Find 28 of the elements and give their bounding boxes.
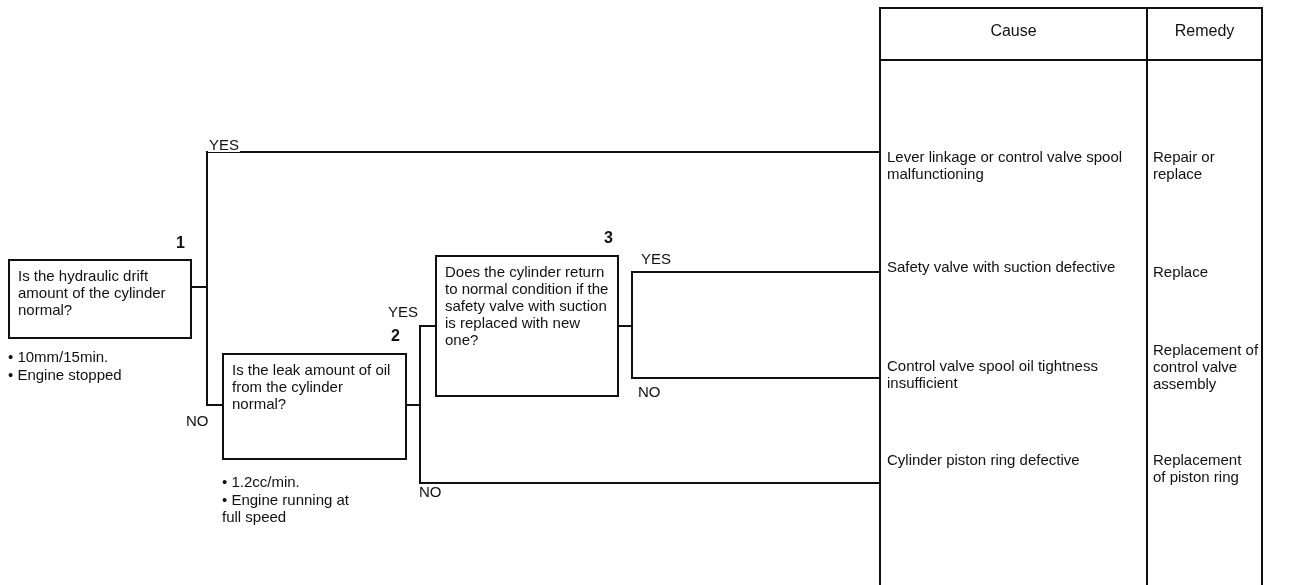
condition-note: • 10mm/15min. [8,348,109,365]
connector-line [191,286,223,406]
edge-label: YES [640,251,672,266]
connector-line [618,325,881,379]
question-box: Is the hydraulic drift amount of the cylinder normal? [8,259,192,339]
condition-note: • Engine stopped [8,366,122,383]
question-box: Does the cylinder return to normal condition if the safety valve with suction is replaced with new one? [435,255,619,397]
edge-label: NO [418,484,443,499]
remedy-text: Replacement of control valve assembly [1153,341,1260,392]
remedy-text: Repair or replace [1153,148,1216,182]
edge-label: NO [637,384,662,399]
column-header: Remedy [1173,22,1236,39]
edge-label: YES [387,304,419,319]
question-box: Is the leak amount of oil from the cylinder normal? [222,353,407,460]
step-number: 1 [176,234,185,251]
cause-cell: Control valve spool oil tightness insufficient [880,352,1147,402]
edge-label: NO [185,413,210,428]
step-number: 3 [604,229,613,246]
condition-note: • Engine running at full speed [222,491,350,525]
edge-label: YES [208,137,240,152]
remedy-text: Replace [1153,263,1210,280]
cause-cell: Cylinder piston ring defective [880,446,1147,496]
step-number: 2 [391,327,400,344]
cause-cell: Safety valve with suction defective [880,250,1147,300]
remedy-text: Replacement of piston ring [1153,451,1243,485]
cause-cell: Lever linkage or control valve spool malfunctioning [880,140,1147,190]
column-header: Cause [989,22,1038,39]
condition-note: • 1.2cc/min. [222,473,300,490]
